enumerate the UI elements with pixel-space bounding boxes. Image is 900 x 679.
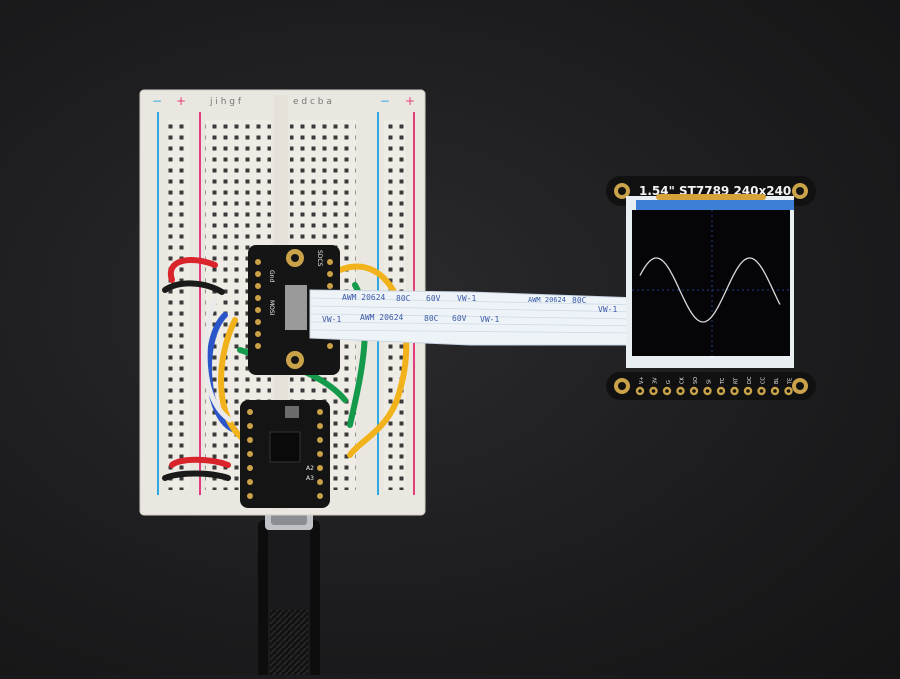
- jumper-wires: [162, 257, 410, 481]
- display-pin-label: V+: [639, 376, 645, 384]
- ribbon-print-80c: 80C: [396, 294, 411, 303]
- ribbon-print-vw1: VW-1: [457, 294, 476, 303]
- mcu-label-a3: A3: [306, 475, 314, 482]
- oscilloscope-grid: [632, 210, 790, 356]
- display-pin-label: TC: [720, 377, 726, 385]
- wire-black-bottom: [162, 470, 231, 481]
- column-letters-right: e d c b a: [293, 97, 332, 107]
- display-pin-header: V+ 3V G CK SO SI TC RT DC CC BL TE: [635, 376, 794, 396]
- display-pin-hole: [732, 389, 737, 393]
- sine-wave-trace: [639, 257, 781, 323]
- display-pin-label: CC: [761, 377, 767, 384]
- adapter-label-sdcs: SDCS: [316, 250, 323, 267]
- ribbon-print-row2-vw1: VW-1: [322, 315, 341, 324]
- usb-cable: [258, 490, 320, 679]
- rail-plus-label-right: +: [405, 94, 415, 108]
- ribbon-print-row2-awm: AWM 20624: [360, 313, 404, 322]
- display-pin-label: CK: [680, 377, 686, 384]
- ribbon-print-row2-80c: 80C: [424, 314, 439, 323]
- display-pin-hole: [786, 389, 791, 393]
- rail-minus-label: −: [152, 94, 162, 108]
- wire-yellow-left: [218, 317, 248, 443]
- display-pin-label: BL: [774, 378, 780, 384]
- wire-yellow-right: [337, 263, 410, 458]
- ribbon-print-row3-80c: 80C: [572, 296, 587, 305]
- adapter-label-gnd: Gnd: [268, 270, 275, 282]
- ribbon-print-row3-awm: AWM 20624: [528, 296, 566, 304]
- display-pin-hole: [773, 389, 777, 393]
- adapter-label-mosi: MOSI: [268, 300, 275, 316]
- display-pin-hole: [692, 389, 696, 393]
- display-pin-hole: [705, 389, 710, 393]
- wire-black-top: [162, 280, 225, 295]
- ribbon-print-row3-vw1: VW-1: [598, 305, 617, 314]
- display-pin-hole: [678, 389, 683, 393]
- display-pin-label: SI: [707, 379, 713, 384]
- left-power-rail: [168, 120, 190, 490]
- display-pin-label: 3V: [653, 377, 659, 384]
- ribbon-print-awm: AWM 20624: [342, 293, 386, 302]
- rail-plus-label: +: [176, 94, 186, 108]
- display-pin-hole: [651, 389, 656, 393]
- display-pin-label: SO: [693, 377, 699, 384]
- microcontroller-board: A2 A3: [240, 400, 330, 508]
- display-pin-hole: [719, 389, 723, 393]
- ribbon-print-row2-60v: 60V: [452, 314, 467, 323]
- column-letters-left: j i h g f: [209, 97, 242, 107]
- display-screen: [632, 210, 790, 356]
- display-pin-hole: [759, 389, 764, 393]
- rail-minus-label-right: −: [380, 94, 390, 108]
- ribbon-print-60v: 60V: [426, 294, 441, 303]
- wire-white: [202, 297, 233, 423]
- display-pin-label: RT: [734, 377, 740, 384]
- mcu-label-a2: A2: [306, 465, 314, 472]
- display-pin-hole: [638, 389, 642, 393]
- display-pin-label: G: [666, 380, 672, 384]
- adapter-board: Gnd MOSI SDCS: [248, 245, 340, 375]
- display-pin-label: DC: [747, 376, 753, 384]
- display-pin-hole: [665, 389, 669, 393]
- display-pin-hole: [746, 389, 750, 393]
- wire-red-bottom: [169, 456, 231, 468]
- ribbon-cable: AWM 20624 80C 60V VW-1 VW-1 AWM 20624 80…: [309, 289, 641, 346]
- display-pin-label: TE: [788, 378, 794, 385]
- wire-red-top: [167, 257, 218, 283]
- wire-blue: [206, 312, 238, 433]
- ribbon-print-row2-vw1b: VW-1: [480, 315, 499, 324]
